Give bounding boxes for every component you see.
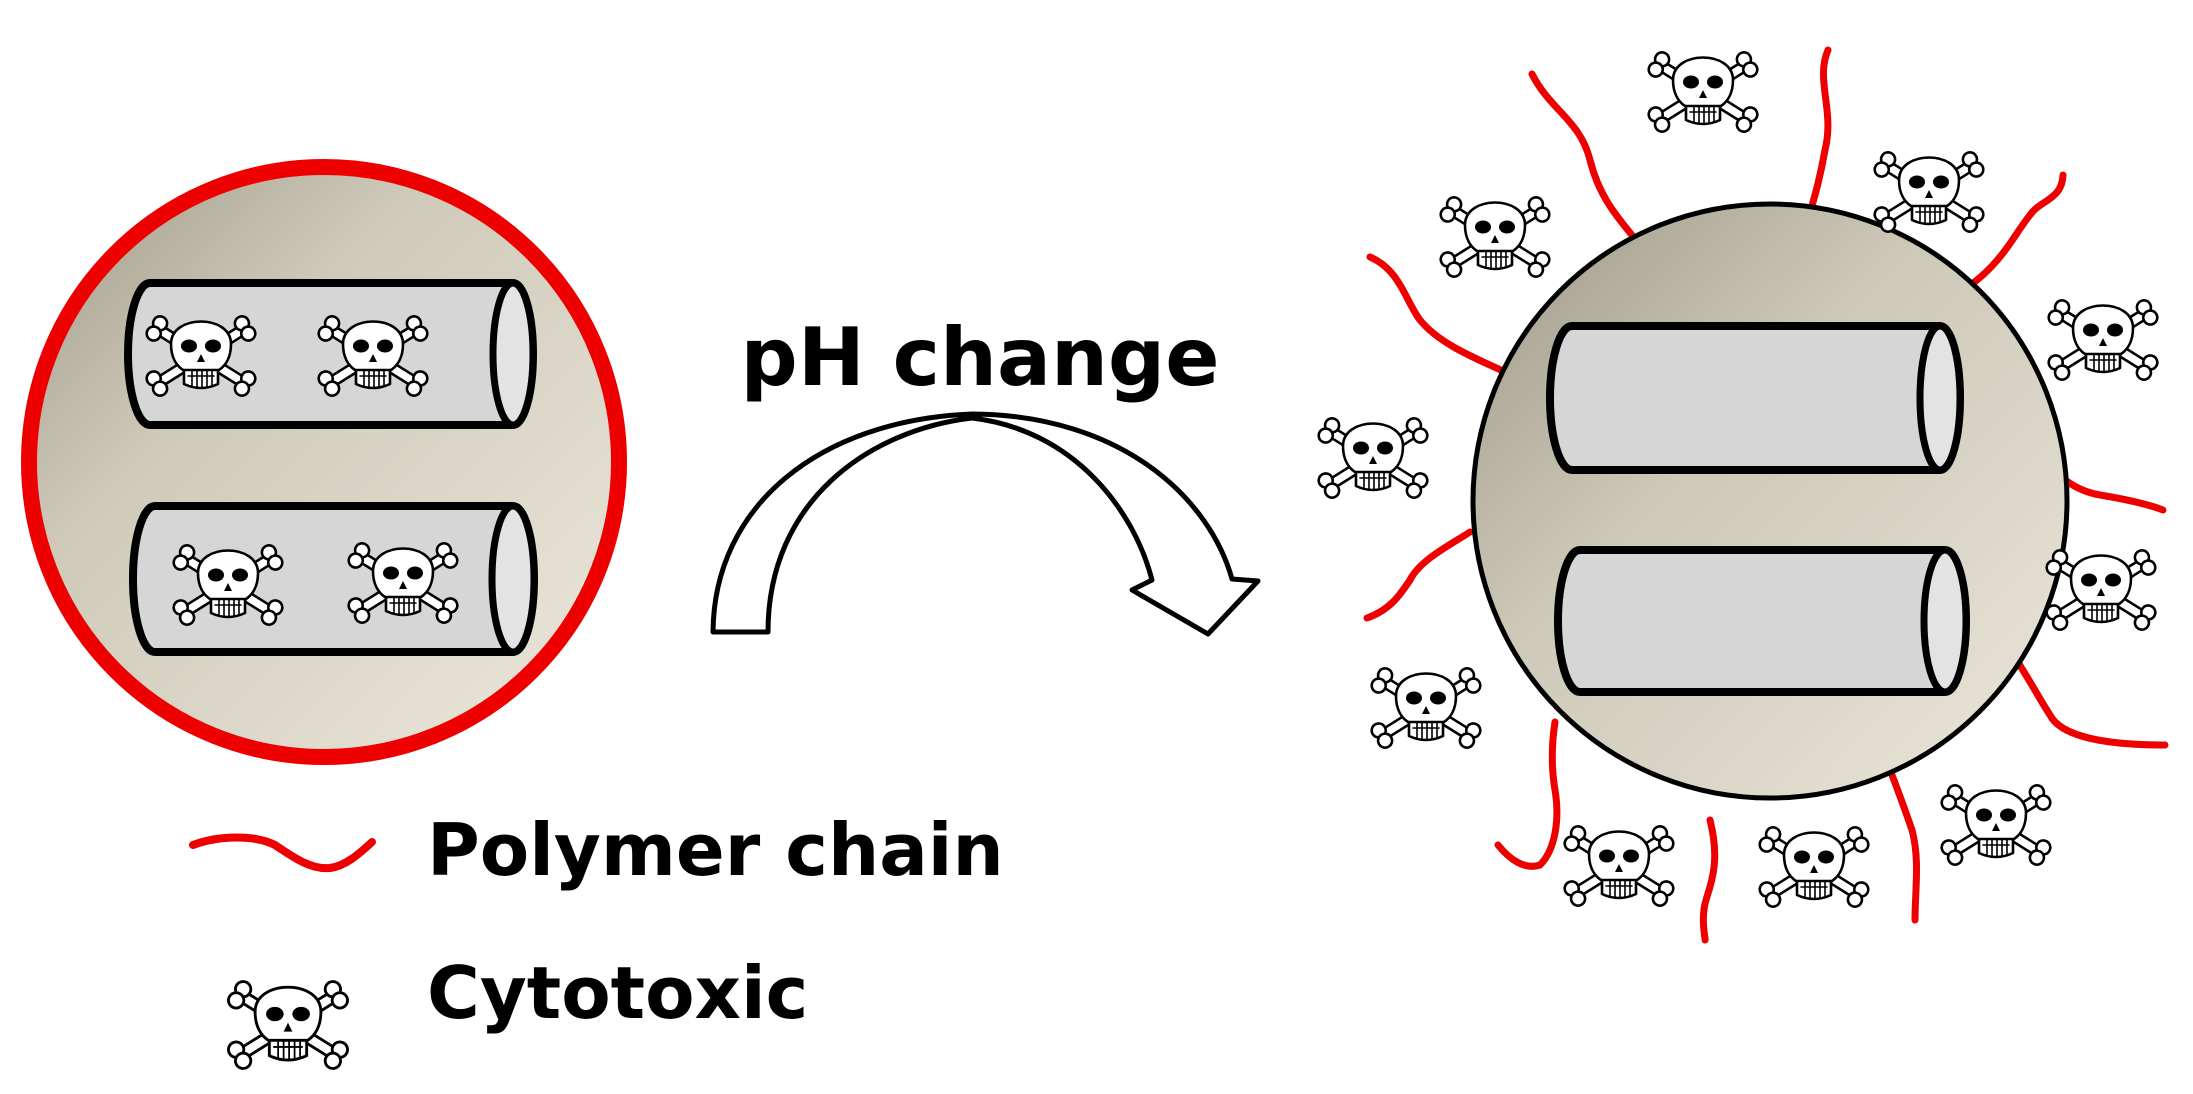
legend-cytotoxic-label: Cytotoxic	[427, 951, 808, 1035]
cytotoxic-icon	[1870, 148, 1988, 236]
polymer-chain-swatch	[189, 833, 376, 873]
legend-polymer-label: Polymer chain	[427, 808, 1004, 892]
process-label: pH change	[741, 311, 1220, 404]
cytotoxic-icon	[1367, 664, 1485, 752]
empty-pore-lower	[1554, 546, 1970, 696]
loaded-pore-lower	[129, 502, 538, 656]
cytotoxic-icon	[1436, 193, 1554, 281]
mesoporous-core	[1470, 201, 2070, 801]
capped-nanoparticle	[21, 159, 627, 765]
uncapped-nanoparticle	[1314, 46, 2169, 944]
cytotoxic-icon	[2044, 296, 2162, 384]
cytotoxic-icon	[2042, 546, 2160, 634]
cytotoxic-swatch-icon	[224, 977, 352, 1073]
legend: Polymer chain Cytotoxic	[189, 808, 1004, 1073]
empty-pore-upper	[1546, 322, 1964, 474]
cytotoxic-icon	[1560, 822, 1678, 910]
cytotoxic-icon	[1755, 823, 1873, 911]
cytotoxic-icon	[1644, 48, 1762, 136]
cytotoxic-icon	[1937, 781, 2055, 869]
polymer-coat-ring	[21, 159, 627, 765]
loaded-pore-upper	[124, 279, 537, 429]
curved-arrow	[710, 411, 1261, 637]
cytotoxic-icon	[1314, 414, 1432, 502]
